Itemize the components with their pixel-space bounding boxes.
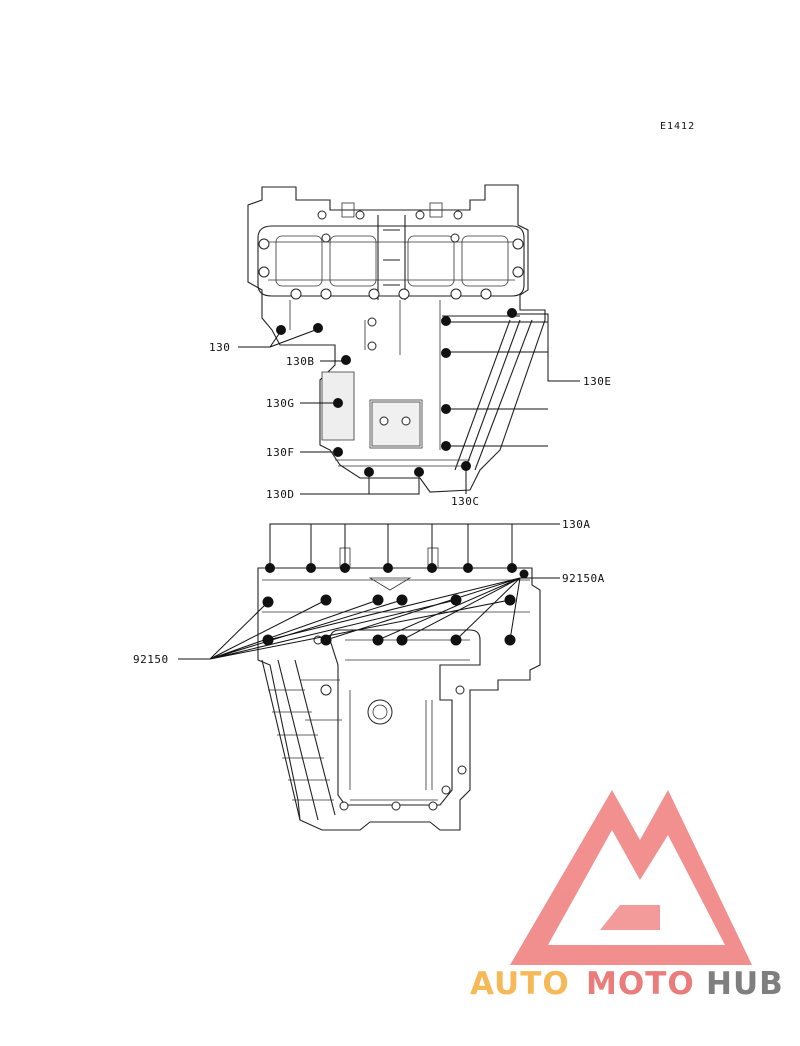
- lower-crankcase: [257, 547, 541, 831]
- lower-leader-lines: [178, 523, 560, 660]
- callout-130a: 130A: [562, 518, 591, 531]
- automotohub-logo: AUTO MOTO HUB: [470, 790, 784, 1002]
- callout-130e: 130E: [583, 375, 612, 388]
- upper-leader-lines: [238, 313, 580, 495]
- callout-130f: 130F: [266, 446, 295, 459]
- callout-92150: 92150: [133, 653, 169, 666]
- watermark-hub: HUB: [706, 966, 784, 1002]
- callout-130: 130: [209, 341, 230, 354]
- callout-130c: 130C: [451, 495, 480, 508]
- diagram-code: E1412: [660, 121, 695, 132]
- callout-130b: 130B: [286, 355, 315, 368]
- callout-130d: 130D: [266, 488, 295, 501]
- callout-130g: 130G: [266, 397, 295, 410]
- logo-triangle-mark: [510, 790, 752, 965]
- upper-crankcase: [247, 184, 546, 493]
- callout-92150a: 92150A: [562, 572, 605, 585]
- watermark-auto: AUTO: [470, 966, 570, 1002]
- watermark-moto: MOTO: [586, 966, 695, 1002]
